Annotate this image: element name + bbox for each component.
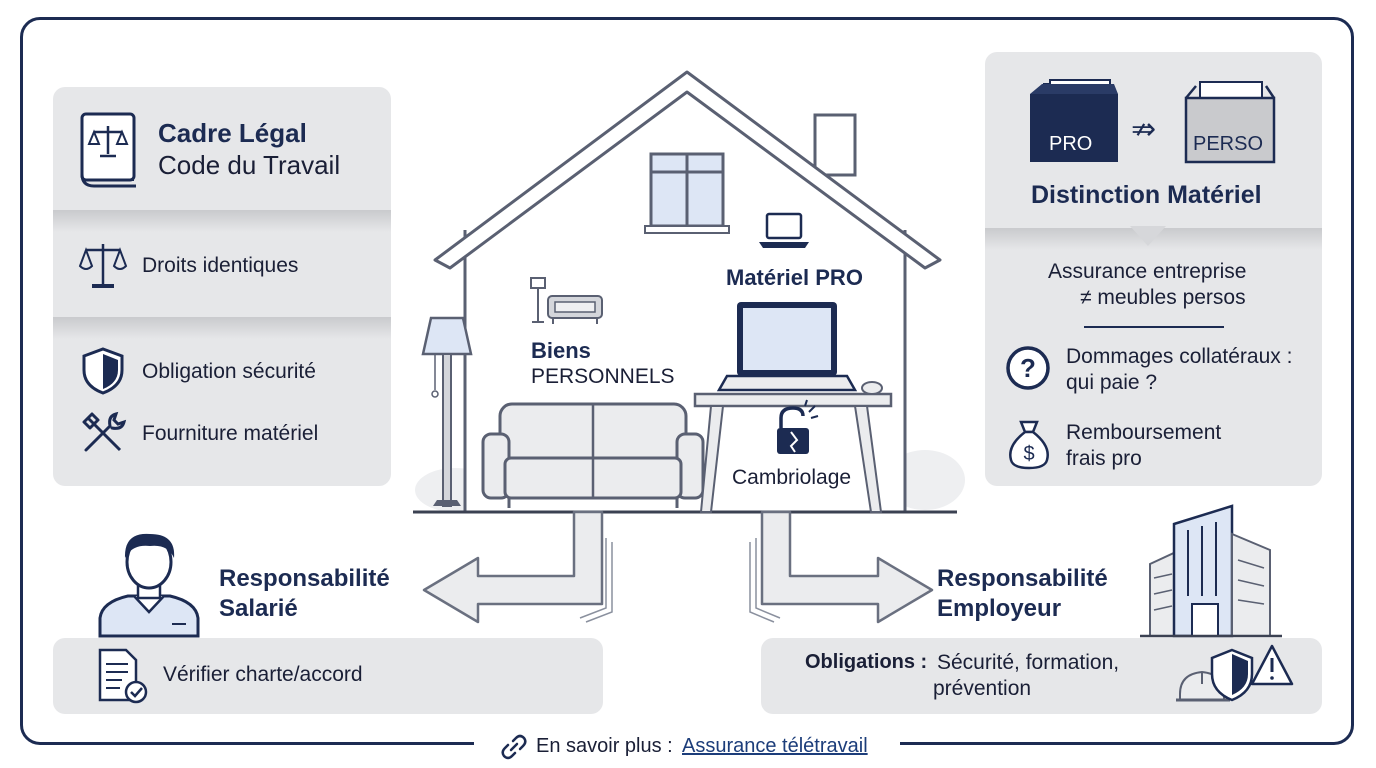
legal-subtitle: Code du Travail — [158, 150, 341, 180]
obligations-line2: prévention — [933, 677, 1032, 700]
employee-action-label: Vérifier charte/accord — [163, 663, 363, 686]
document-check-icon — [98, 648, 148, 704]
law-book-icon — [80, 112, 136, 188]
employee-action-panel — [53, 638, 603, 714]
note-divider — [1084, 326, 1224, 328]
panel-separator — [53, 317, 391, 339]
damages-line2: qui paie ? — [1066, 371, 1158, 394]
link-icon — [501, 734, 527, 760]
arrow-to-employer — [749, 510, 934, 624]
money-bag-icon: $ — [1009, 420, 1049, 470]
shield-icon — [82, 347, 124, 395]
footer-prefix: En savoir plus : — [536, 735, 673, 757]
svg-text:?: ? — [1020, 353, 1036, 383]
reimbursement-line1: Remboursement — [1066, 421, 1222, 444]
reimbursement-line2: frais pro — [1066, 447, 1142, 470]
distinction-title: Distinction Matériel — [1031, 181, 1262, 209]
employee-responsibility-line2: Salarié — [219, 595, 298, 622]
tools-icon — [82, 411, 127, 452]
house-illustration — [413, 70, 965, 514]
obligations-label: Obligations : — [805, 651, 928, 673]
perso-box-icon — [1184, 81, 1276, 164]
office-building-icon — [1140, 504, 1282, 638]
employer-responsibility-line1: Responsabilité — [937, 565, 1108, 592]
personal-goods-title: Biens — [531, 338, 591, 363]
employer-responsibility-line2: Employeur — [937, 595, 1062, 622]
employee-responsibility-line1: Responsabilité — [219, 565, 390, 592]
insurance-telework-link[interactable]: Assurance télétravail — [682, 735, 868, 757]
panel-separator — [53, 210, 391, 232]
pointer-notch — [1130, 226, 1166, 246]
svg-text:$: $ — [1023, 443, 1034, 465]
pro-equipment-title: Matériel PRO — [726, 265, 863, 290]
equipment-item-label: Fourniture matériel — [142, 422, 319, 445]
legal-title: Cadre Légal — [158, 118, 307, 148]
footer: En savoir plus : Assurance télétravail — [474, 731, 900, 761]
insurance-note-line2: ≠ meubles persos — [1080, 286, 1246, 309]
personal-goods-subtitle: PERSONNELS — [531, 365, 675, 388]
damages-line1: Dommages collatéraux : — [1066, 345, 1293, 368]
perso-box-label: PERSO — [1193, 133, 1264, 155]
burglary-label: Cambriolage — [732, 466, 852, 489]
employee-avatar-icon — [98, 533, 200, 638]
rights-item-label: Droits identiques — [142, 254, 299, 277]
arrow-to-employee — [422, 510, 613, 624]
safety-item-label: Obligation sécurité — [142, 360, 316, 383]
safety-gear-icon — [1176, 644, 1294, 702]
balance-scale-icon — [78, 244, 128, 288]
pro-box-label: PRO — [1049, 133, 1093, 155]
pro-box-icon — [1030, 79, 1118, 162]
insurance-note-line1: Assurance entreprise — [1048, 260, 1247, 283]
obligations-line1: Sécurité, formation, — [937, 651, 1120, 674]
question-circle-icon: ? — [1006, 346, 1050, 390]
not-equivalent-symbol: ⇏ — [1131, 113, 1157, 146]
